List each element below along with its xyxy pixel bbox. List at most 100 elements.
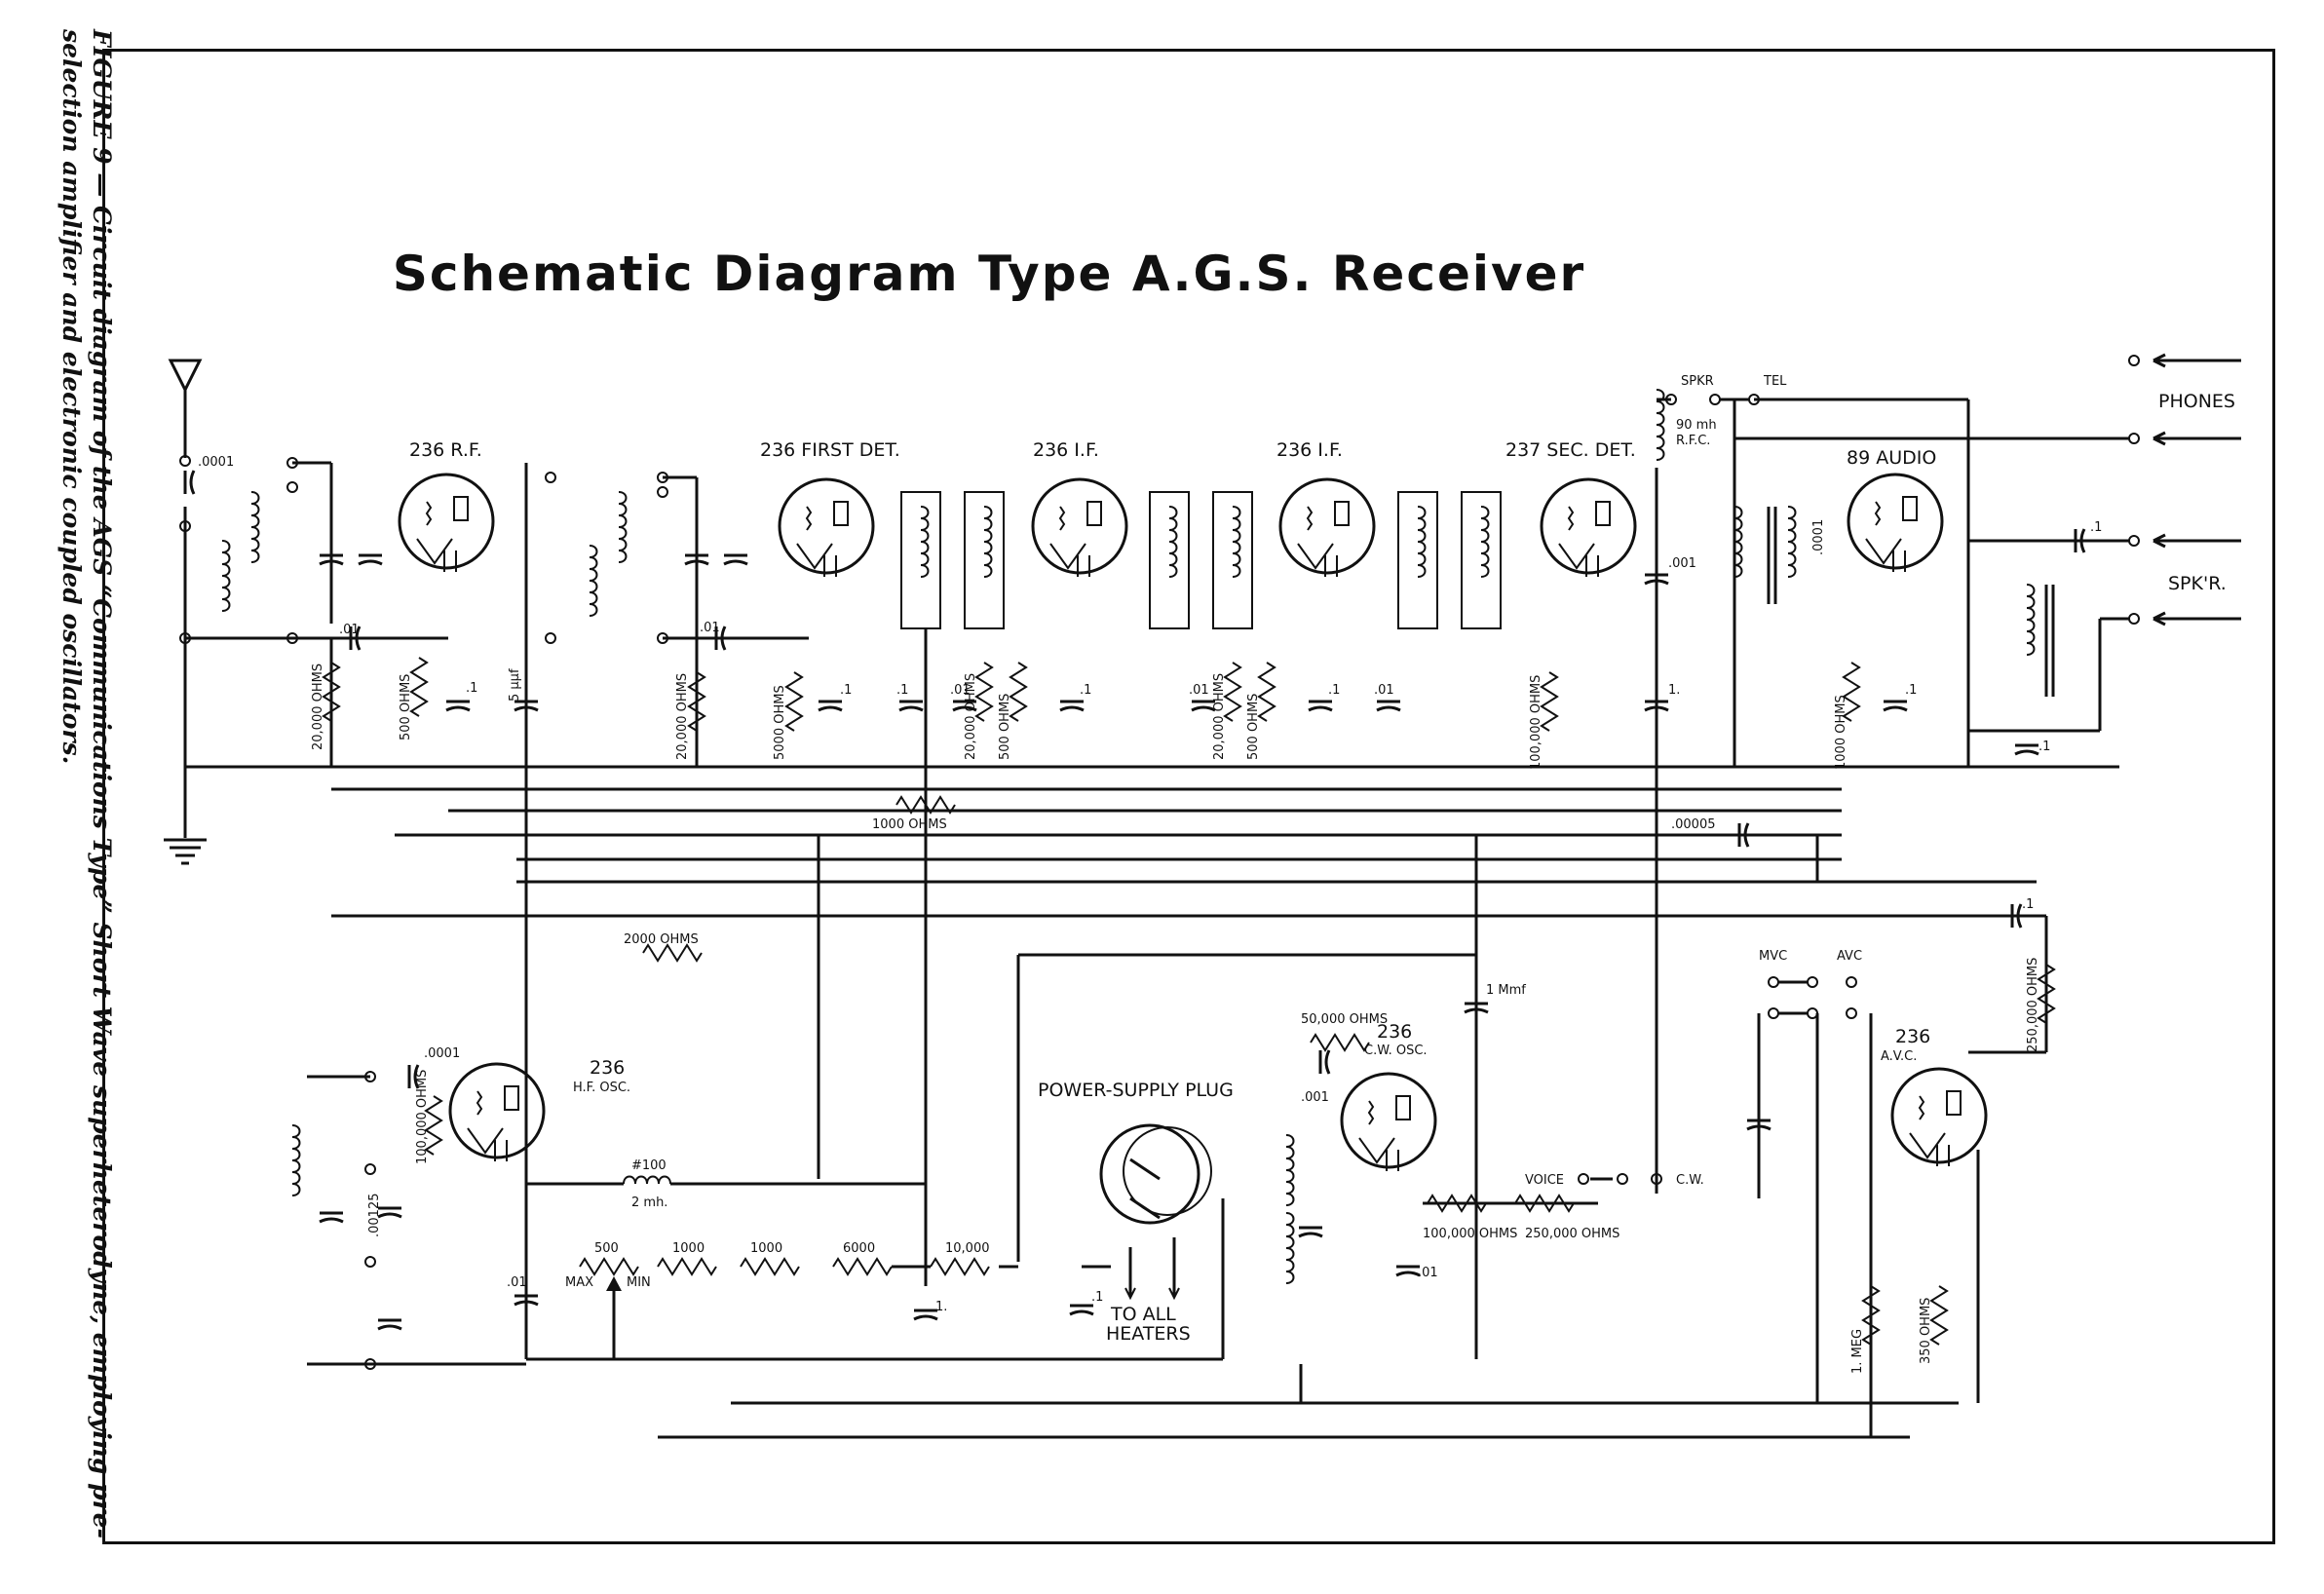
value-r500-a: 500 OHMS [399,674,413,740]
value-c1-b: .1 [840,683,852,698]
value-c01-a: .01 [339,623,360,637]
value-r5000: 5000 OHMS [773,685,787,760]
value-c00125: .00125 [367,1194,382,1238]
label-to-all: TO ALL [1110,1304,1176,1325]
tube-label-avc: A.V.C. [1881,1049,1917,1064]
first-det-stage [545,472,875,767]
value-r250000-cw: 250,000 OHMS [1525,1227,1619,1241]
tube-label-rf: 236 R.F. [409,439,482,461]
value-r100000-osc: 100,000 OHMS [415,1070,430,1164]
if-transformer-1 [897,491,1005,767]
value-c01-osc: .01 [507,1275,527,1290]
label-rfc: R.F.C. [1676,434,1710,448]
value-r1000-a2: 1000 OHMS [1834,695,1848,770]
value-r1000-a: 1000 OHMS [872,817,947,832]
output-terminals [2128,353,2241,626]
value-c01-e: .01 [1374,683,1394,698]
tube-label-sec-det: 237 SEC. DET. [1505,439,1636,461]
div-label-500: 500 [594,1241,619,1256]
bus-lines [183,507,2119,1439]
value-c1-g: .1 [1905,683,1917,698]
value-r20000-a: 20,000 OHMS [311,664,325,750]
label-phones: PHONES [2158,391,2235,412]
label-power-plug: POWER-SUPPLY PLUG [1038,1080,1234,1101]
tube-label-cw-osc: C.W. OSC. [1364,1044,1428,1058]
label-2mh: 2 mh. [631,1196,667,1210]
middle-bus [524,767,2055,1359]
tube-label-cw-osc-num: 236 [1377,1021,1412,1043]
value-r50000: 50,000 OHMS [1301,1012,1388,1027]
label-avc-sw: AVC [1837,949,1862,964]
div-label-1000a: 1000 [672,1241,705,1256]
diagram-title: Schematic Diagram Type A.G.S. Receiver [393,246,1585,302]
output-switch-rfc [1656,389,2129,767]
value-c1-d: .1 [1080,683,1091,698]
value-c001-cw: .001 [1301,1090,1329,1105]
value-c0001-osc: .0001 [424,1046,460,1061]
value-c1-e: .1 [1328,683,1340,698]
label-heaters: HEATERS [1106,1323,1191,1345]
voltage-divider [579,1258,1018,1359]
label-mvc: MVC [1759,949,1787,964]
value-c1-out: .1 [2090,520,2102,535]
value-r500-b: 500 OHMS [998,694,1012,760]
tube-label-hf-osc-num: 236 [590,1057,625,1079]
antenna-symbol [168,359,203,467]
label-voice: VOICE [1525,1173,1564,1188]
value-c001: .001 [1668,556,1696,571]
value-c01-d: .01 [1189,683,1209,698]
if1-stage [975,477,1128,722]
value-r20000-b: 20,000 OHMS [675,673,690,760]
div-label-6000: 6000 [843,1241,875,1256]
label-spkr-out: SPK'R. [2168,573,2227,594]
rf-stage [179,457,540,767]
audio-stage [1767,473,2129,756]
value-r20000-d: 20,000 OHMS [1212,673,1227,760]
tube-label-if2: 236 I.F. [1276,439,1343,461]
value-c01-c: .01 [950,683,971,698]
label-rfc-90: 90 mh [1676,418,1717,433]
power-supply-plug [1068,1123,1225,1359]
value-c01-b: .01 [700,621,720,635]
label-spkr-switch: SPKR [1681,374,1714,389]
value-r350: 350 OHMS [1919,1298,1933,1364]
label-min: MIN [627,1275,651,1290]
div-label-10000: 10,000 [945,1241,990,1256]
value-r250000-a: 250,000 OHMS [2026,958,2040,1052]
sec-det-stage [1375,468,1670,767]
tube-label-hf-osc: H.F. OSC. [573,1081,630,1095]
value-c1-plug: .1 [1091,1290,1103,1305]
if2-stage [1224,477,1376,722]
value-c0001-b: .0001 [1811,519,1826,555]
hf-osc-stage [291,1062,926,1370]
diagram-frame [102,49,2275,1544]
value-c1-h: .1 [2038,740,2050,754]
value-r2000: 2000 OHMS [624,932,699,947]
if-transformer-2 [1149,491,1253,712]
tube-label-first-det: 236 FIRST DET. [760,439,900,461]
tube-label-if1: 236 I.F. [1033,439,1099,461]
avc-stage [1745,976,2046,1437]
value-c00005: .00005 [1671,817,1716,832]
label-cw: C.W. [1676,1173,1704,1188]
value-r100000-a: 100,000 OHMS [1529,675,1543,770]
ground-symbol [164,838,207,865]
value-r500-c: 500 OHMS [1246,694,1261,760]
value-r20000-c: 20,000 OHMS [964,673,978,760]
value-r100000-cw: 100,000 OHMS [1423,1227,1517,1241]
value-c5uuf: 5 μμf [508,668,522,702]
value-c01-cw: .01 [1418,1266,1438,1280]
value-c1-c: .1 [896,683,908,698]
value-r1meg: 1. MEG [1850,1329,1865,1374]
tube-label-audio: 89 AUDIO [1847,447,1936,469]
cw-osc-stage [1285,1034,1662,1403]
div-label-1000b: 1000 [750,1241,782,1256]
value-c1-avc: .1 [2022,897,2034,912]
value-c1-a: .1 [466,681,477,696]
value-c0001-ant: .0001 [198,455,234,470]
tube-label-avc-num: 236 [1895,1026,1930,1047]
value-c1mmf: 1 Mmf [1486,983,1526,998]
value-c1-f: 1. [1668,683,1680,698]
label-rfc-100: #100 [631,1158,667,1173]
